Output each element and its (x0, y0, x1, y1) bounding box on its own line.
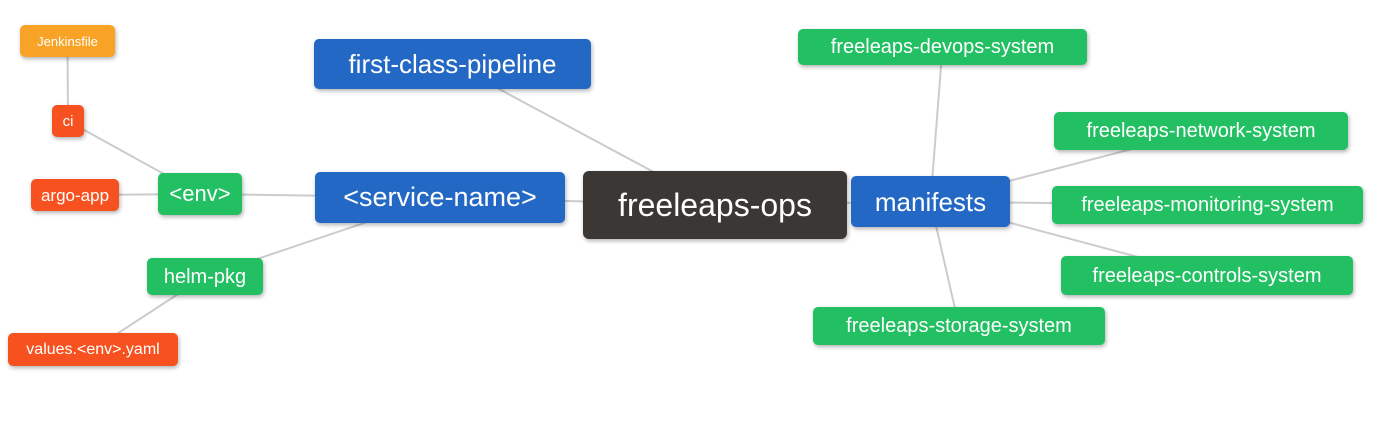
node-storage-system[interactable]: freeleaps-storage-system (813, 307, 1105, 345)
node-service-name[interactable]: <service-name> (315, 172, 565, 223)
node-root-freeleaps-ops[interactable]: freeleaps-ops (583, 171, 847, 239)
node-argo-app[interactable]: argo-app (31, 179, 119, 211)
node-devops-system[interactable]: freeleaps-devops-system (798, 29, 1087, 65)
node-helm-pkg[interactable]: helm-pkg (147, 258, 263, 295)
node-env[interactable]: <env> (158, 173, 242, 215)
node-network-system[interactable]: freeleaps-network-system (1054, 112, 1348, 150)
edge-line (929, 46, 944, 202)
node-ci[interactable]: ci (52, 105, 84, 137)
node-first-class-pipeline[interactable]: first-class-pipeline (314, 39, 591, 89)
node-monitoring-system[interactable]: freeleaps-monitoring-system (1052, 186, 1363, 224)
node-jenkinsfile[interactable]: Jenkinsfile (20, 25, 115, 57)
node-controls-system[interactable]: freeleaps-controls-system (1061, 256, 1353, 295)
node-values-env-yaml[interactable]: values.<env>.yaml (8, 333, 178, 366)
node-manifests[interactable]: manifests (851, 176, 1010, 227)
